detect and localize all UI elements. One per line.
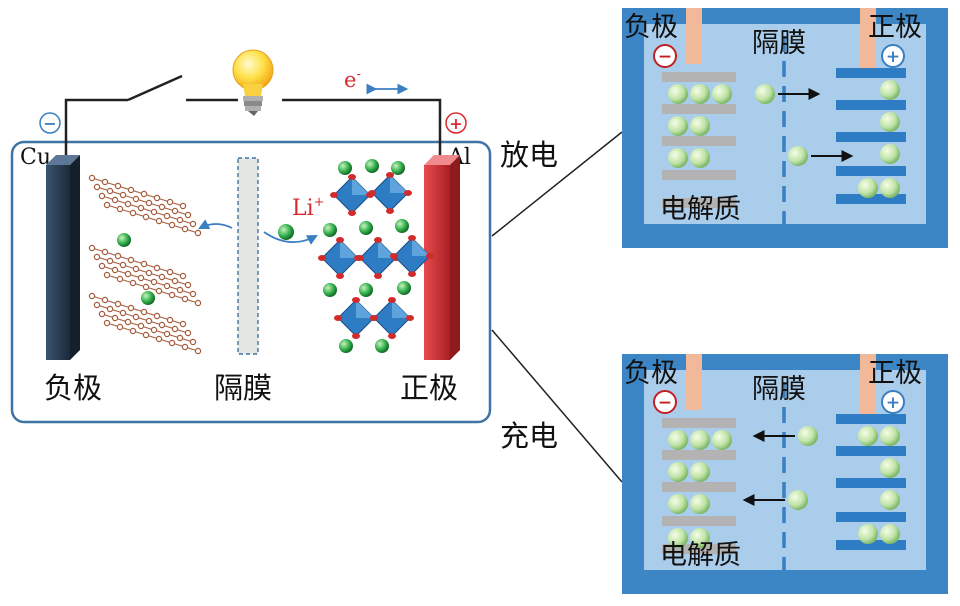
panel-anode-label: 负极	[624, 358, 678, 389]
panel-separator-label: 隔膜	[752, 28, 806, 59]
graphite-layers	[88, 174, 202, 355]
li-ion-arrow-right	[263, 231, 318, 245]
separator-label: 隔膜	[214, 371, 272, 405]
anode-metal-label: Cu	[20, 145, 51, 170]
panel-cathode-label: 正极	[868, 12, 922, 43]
cell-frame	[10, 140, 492, 424]
li-ion-in-anode	[117, 233, 131, 247]
panel-electrolyte-label: 电解质	[660, 194, 741, 225]
main-cell: e- − + Cu Al Li+ 负极	[10, 49, 492, 424]
cathode-sign: +	[449, 114, 462, 133]
anode-layers	[662, 418, 736, 554]
discharge-panel: − + 负极 隔膜 正极 电解质	[622, 8, 948, 248]
panel-cathode-sign-circle	[881, 390, 905, 414]
connector-line-charge	[491, 329, 623, 483]
li-ion-in-anode	[141, 291, 155, 305]
connector-line-discharge	[491, 131, 623, 237]
panel-cathode-sign-circle	[881, 44, 905, 68]
panel-anode-label: 负极	[624, 12, 678, 43]
panel-cathode-sign: +	[886, 393, 900, 413]
switch-lever	[127, 74, 183, 102]
panel-anode-sign-circle	[653, 44, 677, 68]
panel-electrolyte-label: 电解质	[660, 540, 741, 571]
cathode-layers	[836, 68, 906, 204]
discharge-label: 放电	[500, 138, 558, 172]
li-ion-label: Li+	[292, 195, 325, 221]
separator	[237, 157, 259, 355]
panel-anode-sign: −	[658, 393, 672, 413]
panel-cathode-sign: +	[886, 47, 900, 67]
anode-slab	[46, 155, 80, 360]
circuit-wire	[64, 98, 442, 165]
panel-cathode-label: 正极	[868, 358, 922, 389]
charge-label: 充电	[500, 419, 558, 453]
anode-layers	[662, 72, 736, 208]
electron-label: e-	[344, 67, 361, 92]
cathode-layers	[836, 414, 906, 550]
charge-panel: − + 负极 隔膜 正极 电解质	[622, 354, 948, 594]
cathode-label: 正极	[400, 371, 458, 405]
li-ion-migrating	[278, 224, 294, 240]
panel-anode-sign: −	[658, 47, 672, 67]
light-bulb-icon	[232, 49, 274, 116]
anode-label: 负极	[44, 371, 102, 405]
panel-anode-sign-circle	[653, 390, 677, 414]
cathode-slab	[424, 155, 460, 360]
panel-separator-label: 隔膜	[752, 374, 806, 405]
anode-sign: −	[43, 114, 56, 133]
anode-sign-circle	[39, 112, 61, 134]
cathode-crystal	[318, 159, 434, 353]
li-ion-arrow-left	[198, 219, 233, 229]
cathode-sign-circle	[445, 112, 467, 134]
